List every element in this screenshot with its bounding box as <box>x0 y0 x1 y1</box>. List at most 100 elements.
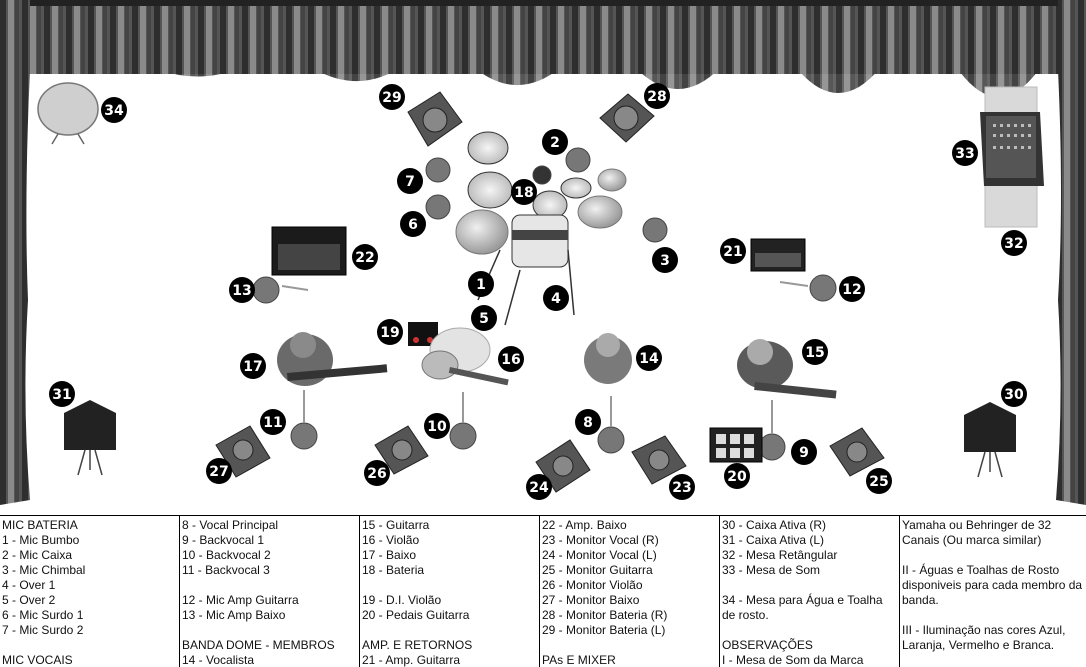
legend-entry: I - Mesa de Som da Marca <box>722 653 864 667</box>
legend-entry: 2 - Mic Caixa <box>2 548 73 562</box>
guitar-amp-21 <box>750 238 806 272</box>
legend-entry: 4 - Over 1 <box>2 578 56 592</box>
legend-entry <box>182 578 359 593</box>
pa-speaker-31 <box>64 400 116 476</box>
badge-8: 8 <box>575 409 601 435</box>
legend-entry: MIC BATERIA <box>2 518 78 532</box>
right-curtain <box>1056 0 1086 505</box>
legend-entry: 18 - Bateria <box>362 563 425 577</box>
legend-entry: 34 - Mesa para Água e Toalha de rosto. <box>722 593 883 622</box>
badge-number: 31 <box>52 387 71 403</box>
badge-number: 3 <box>660 253 670 269</box>
vocalist-14 <box>584 333 632 384</box>
badge-number: 10 <box>427 419 447 435</box>
badge-number: 9 <box>799 445 809 461</box>
legend-entry: 15 - Guitarra <box>362 518 430 532</box>
badge-number: 4 <box>551 291 561 307</box>
badge-33: 33 <box>952 140 978 166</box>
bassist-17 <box>277 332 388 386</box>
legend-entry: Yamaha ou Behringer de 32 Canais (Ou mar… <box>902 518 1052 547</box>
legend-entry <box>902 608 1086 623</box>
legend-entry <box>182 623 359 638</box>
badge-number: 13 <box>232 283 251 299</box>
pa-speaker-30 <box>964 402 1016 478</box>
badge-number: 16 <box>501 352 520 368</box>
badge-number: 18 <box>514 185 533 201</box>
guitarist-15 <box>737 339 837 399</box>
badge-32: 32 <box>1001 230 1027 256</box>
legend-col-6: Yamaha ou Behringer de 32 Canais (Ou mar… <box>900 516 1086 667</box>
badge-15: 15 <box>802 339 828 365</box>
legend-entry: 14 - Vocalista <box>182 653 255 667</box>
legend-entry: 13 - Mic Amp Baixo <box>182 608 286 622</box>
badge-7: 7 <box>397 168 423 194</box>
badge-number: 32 <box>1004 236 1023 252</box>
amp-mic-pads <box>252 274 837 304</box>
badge-30: 30 <box>1001 381 1027 407</box>
badge-number: 5 <box>479 311 489 327</box>
legend-entry: 32 - Mesa Retângular <box>722 548 838 562</box>
drum-monitor-29 <box>407 91 463 147</box>
badge-number: 2 <box>550 135 560 151</box>
legend-entry: 24 - Monitor Vocal (L) <box>542 548 657 562</box>
badge-number: 22 <box>355 250 374 266</box>
badge-number: 1 <box>476 277 486 293</box>
legend-entry: 7 - Mic Surdo 2 <box>2 623 84 637</box>
badge-14: 14 <box>636 345 662 371</box>
badge-number: 21 <box>723 244 742 260</box>
legend-entry: 28 - Monitor Bateria (R) <box>542 608 668 622</box>
legend-entry <box>722 578 899 593</box>
badge-number: 17 <box>243 359 262 375</box>
badge-number: 25 <box>869 474 888 490</box>
legend-entry <box>2 638 179 653</box>
legend-entry <box>362 623 539 638</box>
badge-number: 30 <box>1004 387 1024 403</box>
badge-number: 11 <box>263 415 282 431</box>
badge-21: 21 <box>720 238 746 264</box>
legend-entry: 17 - Baixo <box>362 548 417 562</box>
legend-entry: 5 - Over 2 <box>2 593 56 607</box>
badge-number: 29 <box>382 90 401 106</box>
vocal-mic-pads <box>290 422 786 461</box>
legend-entry: 19 - D.I. Violão <box>362 593 442 607</box>
badge-24: 24 <box>526 474 552 500</box>
badge-5: 5 <box>471 305 497 331</box>
badge-11: 11 <box>260 409 286 435</box>
badge-number: 14 <box>639 351 659 367</box>
legend-entry: BANDA DOME - MEMBROS <box>182 638 335 652</box>
drum-kit-18 <box>455 131 627 326</box>
legend-entry: 23 - Monitor Vocal (R) <box>542 533 659 547</box>
badge-34: 34 <box>101 97 127 123</box>
legend-entry: AMP. E RETORNOS <box>362 638 473 652</box>
badge-number: 23 <box>672 480 691 496</box>
badge-9: 9 <box>791 439 817 465</box>
badge-2: 2 <box>542 129 568 155</box>
badge-10: 10 <box>424 413 450 439</box>
badge-number: 24 <box>529 480 549 496</box>
badge-26: 26 <box>364 460 390 486</box>
legend-entry <box>362 578 539 593</box>
badge-25: 25 <box>866 468 892 494</box>
badge-number: 33 <box>955 146 974 162</box>
legend-entry: 9 - Backvocal 1 <box>182 533 265 547</box>
badge-3: 3 <box>652 247 678 273</box>
legend-entry: 8 - Vocal Principal <box>182 518 279 532</box>
legend-entry: 21 - Amp. Guitarra <box>362 653 461 667</box>
badge-number: 15 <box>805 345 824 361</box>
badge-31: 31 <box>49 381 75 407</box>
legend-entry <box>902 548 1086 563</box>
badge-number: 28 <box>647 89 666 105</box>
legend-entry <box>722 623 899 638</box>
drum-mic-pads <box>425 147 668 243</box>
badge-number: 34 <box>104 103 124 119</box>
badge-22: 22 <box>352 244 378 270</box>
legend-entry: 12 - Mic Amp Guitarra <box>182 593 299 607</box>
badge-number: 6 <box>408 217 418 233</box>
badge-16: 16 <box>498 346 524 372</box>
badge-6: 6 <box>400 211 426 237</box>
